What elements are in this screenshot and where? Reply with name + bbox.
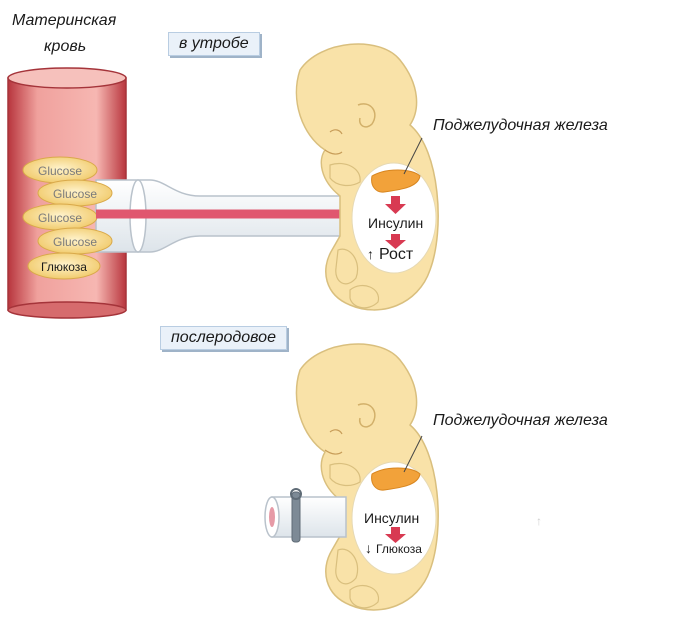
insulin-label-lower: Инсулин [364,510,420,526]
growth-label: Рост [379,246,414,263]
umbilical-cord-clamped [264,488,347,543]
insulin-label-upper: Инсулин [368,215,424,231]
faint-mark: ↑ [536,514,542,528]
down-arrow-text-icon: ↓ [365,540,372,556]
pancreas-label-lower: Поджелудочная железа [433,412,608,429]
stage-tag-in-utero: в утробе [168,32,260,56]
glucose-cell-label: Glucose [53,187,97,201]
fetus-in-utero [295,43,439,311]
glucose-cells: Glucose Glucose Glucose Glucose Глюкоза [22,156,113,280]
pancreas-pointer-line [403,137,423,175]
pancreas-organ-lower [371,467,421,491]
maternal-blood-label-line1: Материнская [12,12,117,29]
up-arrow-icon: ↑ [367,246,374,262]
glucose-cell-label: Glucose [53,235,97,249]
down-arrow-icon [385,196,406,214]
pancreas-organ-upper [371,169,421,193]
glucose-cell-label: Glucose [38,211,82,225]
stage-tag-postnatal: послеродовое [160,326,287,350]
pancreas-pointer-line [403,435,423,473]
maternal-blood-label-line2: кровь [44,38,87,55]
glucose-label-lower: Глюкоза [376,542,422,556]
glucose-cell-label: Glucose [38,164,82,178]
pancreas-label-upper: Поджелудочная железа [433,117,608,134]
down-arrow-icon [385,234,406,249]
down-arrow-icon [385,527,406,543]
glucose-cell-label: Глюкоза [41,260,87,274]
fetus-postnatal [295,343,439,611]
